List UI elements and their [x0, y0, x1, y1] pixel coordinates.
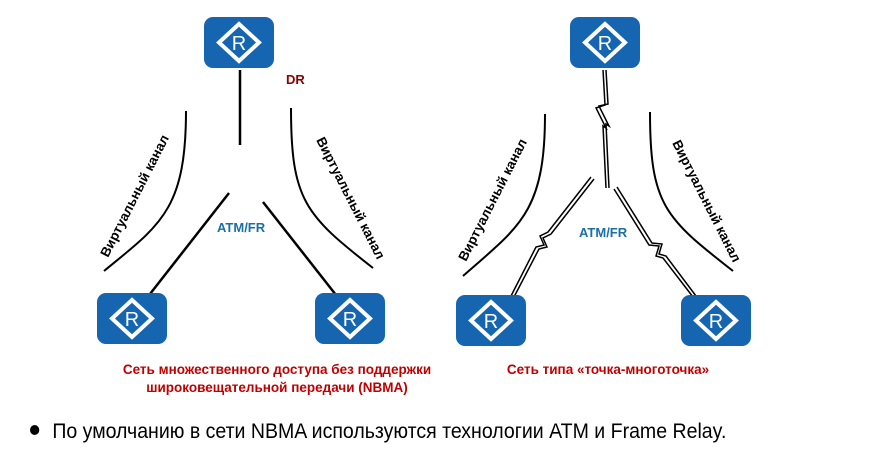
- router-letter: R: [484, 311, 498, 333]
- virtual-channel-left-label: Виртуальный канал: [97, 132, 172, 259]
- router-letter: R: [125, 309, 139, 331]
- serial-link-left: [510, 176, 595, 298]
- router-left[interactable]: R: [95, 291, 169, 346]
- link-left-stub: [149, 192, 230, 295]
- router-spoke-left[interactable]: R: [454, 293, 528, 348]
- virtual-channel-right-label: Виртуальный канал: [313, 135, 388, 262]
- serial-link-top: [594, 69, 611, 189]
- serial-link-right: [613, 186, 697, 298]
- bullet-text: По умолчанию в сети NBMA используются те…: [52, 420, 727, 443]
- atm-fr-label: ATM/FR: [217, 220, 266, 235]
- virtual-channel-right-label: Виртуальный канал: [669, 138, 744, 265]
- router-letter: R: [598, 33, 612, 55]
- nbma-caption-line2: широковещательной передачи (NBMA): [146, 380, 408, 395]
- virtual-channel-right-curve: [649, 111, 734, 272]
- virtual-channel-left-curve: [103, 110, 187, 272]
- link-right-stub: [262, 201, 337, 296]
- bullet-dot-icon: [30, 425, 40, 436]
- atm-fr-label: ATM/FR: [579, 225, 628, 240]
- router-dr[interactable]: R: [202, 15, 276, 70]
- router-letter: R: [232, 33, 246, 55]
- dr-label: DR: [286, 72, 305, 87]
- router-letter: R: [343, 309, 357, 331]
- p2mp-caption: Сеть типа «точка-многоточка»: [507, 362, 709, 377]
- bullet-point: По умолчанию в сети NBMA используются те…: [30, 420, 726, 444]
- router-spoke-right[interactable]: R: [679, 293, 753, 348]
- nbma-caption-line1: Сеть множественного доступа без поддержк…: [123, 362, 431, 377]
- virtual-channel-left-curve: [462, 113, 546, 277]
- virtual-channel-left-label: Виртуальный канал: [455, 136, 530, 263]
- router-letter: R: [709, 311, 723, 333]
- left-diagram: Виртуальный канал Виртуальный канал DR A…: [95, 15, 431, 395]
- router-hub[interactable]: R: [568, 15, 642, 70]
- virtual-channel-right-curve: [290, 107, 374, 269]
- right-diagram: Виртуальный канал Виртуальный канал ATM/…: [454, 15, 753, 377]
- router-right[interactable]: R: [313, 291, 387, 346]
